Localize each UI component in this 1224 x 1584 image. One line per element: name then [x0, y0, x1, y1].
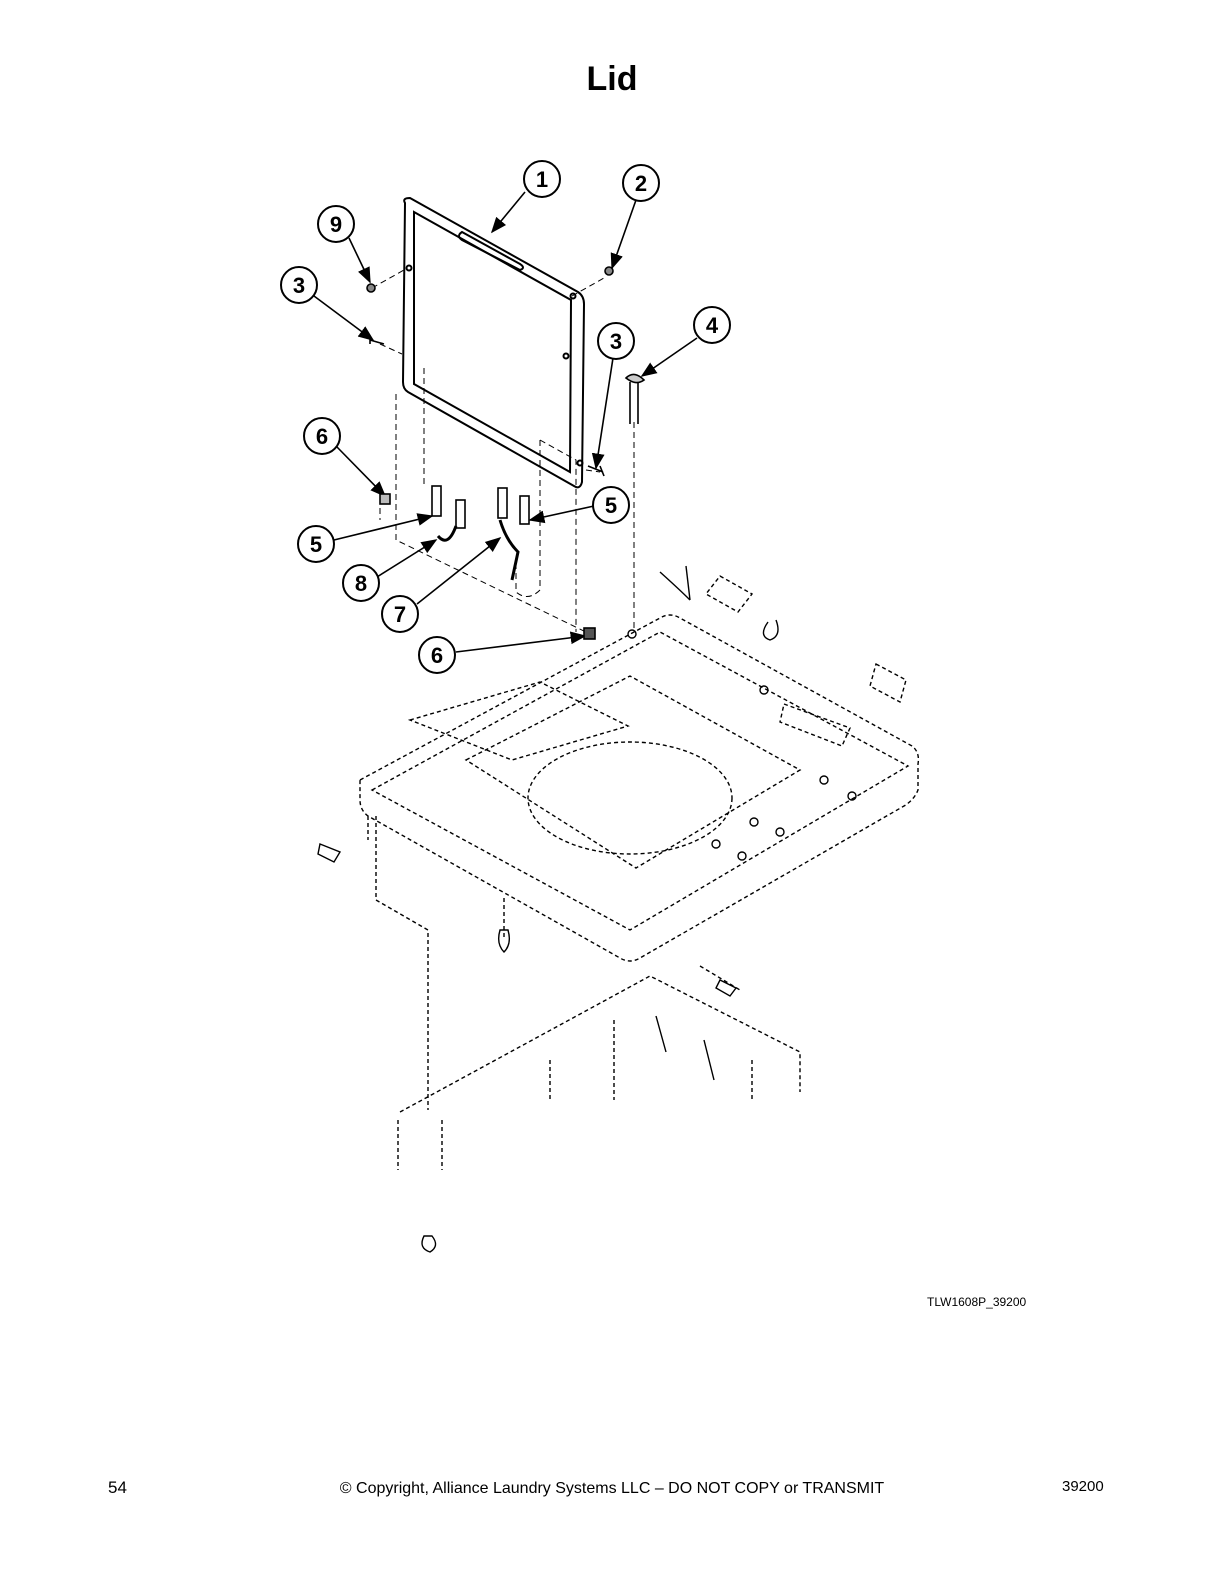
callout-6a: 6 — [303, 417, 341, 455]
callout-label: 6 — [316, 424, 328, 449]
callout-leaders — [313, 191, 698, 653]
callout-label: 9 — [330, 212, 342, 237]
callout-label: 4 — [706, 313, 719, 338]
cabinet-top — [359, 575, 920, 1170]
callout-3b: 3 — [597, 322, 635, 360]
page-title: Lid — [586, 60, 638, 98]
callout-label: 8 — [355, 571, 367, 596]
callout-1: 1 — [523, 160, 561, 198]
copyright-notice: © Copyright, Alliance Laundry Systems LL… — [339, 1480, 885, 1497]
callout-5a: 5 — [592, 486, 630, 524]
callout-5b: 5 — [297, 525, 335, 563]
callout-label: 2 — [635, 171, 647, 196]
callout-label: 3 — [293, 273, 305, 298]
alignment-lines — [371, 269, 635, 633]
callout-label: 3 — [610, 329, 622, 354]
callout-6b: 6 — [418, 636, 456, 674]
callout-3a: 3 — [280, 266, 318, 304]
callout-label: 5 — [310, 532, 322, 557]
hardware — [366, 266, 646, 640]
callout-9: 9 — [317, 205, 355, 243]
callout-label: 5 — [605, 493, 617, 518]
page-number: 54 — [108, 1478, 127, 1497]
lid-frame — [401, 196, 586, 489]
callout-4: 4 — [693, 306, 731, 344]
callout-2: 2 — [622, 164, 660, 202]
callout-label: 7 — [394, 602, 406, 627]
callout-label: 6 — [431, 643, 443, 668]
figure-id: TLW1608P_39200 — [927, 1295, 1027, 1309]
callout-label: 1 — [536, 167, 548, 192]
callout-7: 7 — [381, 595, 419, 633]
callout-8: 8 — [342, 564, 380, 602]
cabinet-fasteners — [317, 565, 857, 1253]
document-number: 39200 — [1062, 1478, 1104, 1495]
callout-circles: 1 2 9 3 4 3 6 5 5 8 7 6 — [280, 160, 731, 674]
